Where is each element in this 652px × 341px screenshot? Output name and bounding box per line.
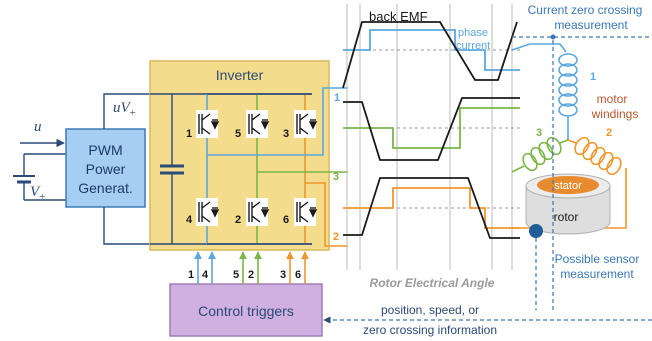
- inverter-title: Inverter: [216, 67, 264, 83]
- input-u-label: u: [34, 119, 42, 135]
- switch-number: 3: [283, 128, 289, 140]
- dc-bus-negative-wire: [103, 207, 150, 245]
- pwm-section: u V+ PWM Power Generat. uV+: [13, 93, 150, 245]
- battery-icon: [13, 153, 66, 201]
- phase3-back-emf-trace: [343, 97, 520, 161]
- dc-bus-positive-wire: [103, 93, 150, 129]
- igbt-switch-icon: [246, 110, 270, 138]
- blue-winding-wire: [511, 43, 567, 53]
- back-emf-label: back EMF: [369, 9, 428, 24]
- igbt-switch-icon: [246, 198, 270, 226]
- winding-label-phase1: 1: [590, 71, 596, 83]
- phase2-back-emf-trace: [343, 177, 520, 239]
- pwm-power-generator-box: [65, 128, 146, 208]
- coil-icon: [558, 53, 578, 140]
- trigger-number: 1: [188, 269, 194, 281]
- blue-phase-output: [207, 87, 348, 156]
- inverter-output-label: uV+: [113, 100, 136, 119]
- switch-number: 5: [235, 128, 241, 140]
- coil-icon: [567, 136, 622, 176]
- phase3-current-trace: [343, 107, 520, 149]
- sensor-label: Possible sensor: [555, 252, 640, 266]
- winding-label-phase3: 3: [536, 127, 542, 139]
- capacitor-icon: [160, 94, 184, 244]
- rotor-cylinder: [525, 173, 611, 235]
- igbt-switch-icon: [196, 110, 220, 138]
- inverter-section: Inverter: [149, 60, 348, 251]
- trigger-number: 4: [202, 269, 209, 281]
- switch-number: 2: [235, 214, 241, 226]
- current-zero-crossing-label: Current zero crossing: [528, 3, 643, 17]
- control-triggers-box: [169, 283, 323, 337]
- stator-label: stator: [554, 180, 582, 192]
- power-label: Power: [86, 161, 126, 177]
- trace-label-phase1: 1: [334, 92, 340, 104]
- motor-windings-label-2: windings: [591, 107, 639, 121]
- supply-voltage-label: V+: [30, 184, 45, 203]
- phase-current-label: phase: [458, 27, 488, 39]
- rotor-angle-axis-label: Rotor Electrical Angle: [370, 276, 495, 290]
- rotor-label: rotor: [554, 210, 579, 224]
- control-triggers-label: Control triggers: [198, 303, 294, 319]
- trigger-number: 3: [280, 269, 286, 281]
- waveform-section: back EMF phase current 1 3 2 Rotor Elect…: [333, 4, 520, 290]
- generator-label: Generat.: [78, 180, 132, 196]
- trigger-number: 6: [295, 269, 301, 281]
- control-section: Control triggers 1 4 5 2 3 6 position, s…: [169, 251, 652, 337]
- angle-gridlines: [346, 4, 513, 270]
- igbt-switch-icon: [294, 198, 318, 226]
- motor-windings-label: motor: [597, 92, 628, 106]
- zero-crossing-sense-point: [550, 34, 556, 40]
- trigger-number: 2: [248, 269, 254, 281]
- winding-label-phase2: 2: [606, 127, 612, 139]
- switch-number: 6: [283, 214, 289, 226]
- trigger-number: 5: [233, 269, 239, 281]
- igbt-switch-icon: [196, 198, 220, 226]
- switch-number: 4: [186, 214, 193, 226]
- sensor-label-2: measurement: [560, 267, 634, 281]
- orange-phase-output: [305, 182, 348, 247]
- trace-label-phase2: 2: [333, 231, 339, 243]
- pwm-label: PWM: [88, 142, 122, 158]
- phase1-current-trace: [343, 29, 520, 71]
- feedback-label: position, speed, or: [381, 303, 479, 317]
- motor-section: Current zero crossing measurement 1: [511, 3, 652, 310]
- phase-current-label-2: current: [456, 40, 490, 52]
- feedback-label-2: zero crossing information: [363, 323, 497, 337]
- igbt-switch-icon: [294, 110, 318, 138]
- coil-icon: [511, 136, 569, 173]
- trace-label-phase3: 3: [333, 171, 339, 183]
- sensor-dot-icon: [529, 224, 543, 238]
- switch-number: 1: [186, 128, 192, 140]
- current-zero-crossing-label-2: measurement: [554, 18, 628, 32]
- phase1-back-emf-trace: [342, 21, 518, 89]
